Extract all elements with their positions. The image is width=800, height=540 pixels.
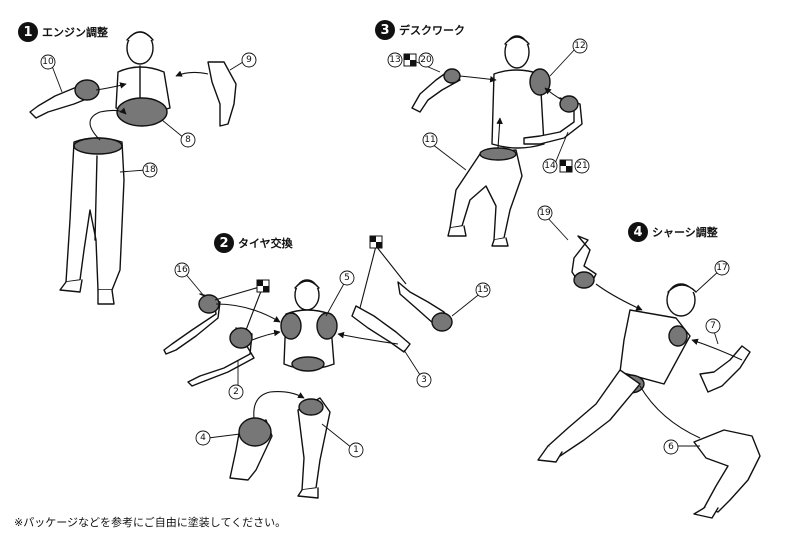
part-number-20: 20	[420, 55, 432, 65]
part-number-13: 13	[389, 55, 400, 65]
part-number-19: 19	[539, 208, 551, 218]
figure-3-desk	[412, 36, 582, 246]
part-number-8: 8	[185, 135, 191, 145]
part-number-5: 5	[344, 273, 350, 283]
flag-icon-3	[370, 236, 382, 248]
part-number-12: 12	[574, 41, 585, 51]
part-number-9: 9	[246, 55, 252, 65]
flag-icon-2	[257, 280, 269, 292]
part-number-11: 11	[424, 135, 435, 145]
part-number-7: 7	[710, 321, 716, 331]
paint-footnote: ※パッケージなどを参考にご自由に塗装してください。	[14, 514, 286, 530]
part-number-4: 4	[200, 433, 206, 443]
flag-icon-14	[560, 160, 572, 172]
figure-1-engine	[30, 32, 236, 304]
part-number-17: 17	[716, 263, 727, 273]
figure-2-tire	[164, 280, 452, 498]
part-number-18: 18	[144, 165, 156, 175]
part-number-6: 6	[668, 442, 674, 452]
part-number-21: 21	[576, 161, 587, 171]
part-number-15: 15	[477, 285, 488, 295]
part-number-10: 10	[42, 57, 54, 67]
part-number-2: 2	[233, 387, 239, 397]
part-number-3: 3	[421, 375, 427, 385]
part-number-16: 16	[176, 265, 188, 275]
part-number-1: 1	[353, 445, 359, 455]
figure-4-chassis	[538, 236, 760, 518]
flag-icon-13	[404, 54, 416, 66]
part-number-14: 14	[544, 161, 556, 171]
